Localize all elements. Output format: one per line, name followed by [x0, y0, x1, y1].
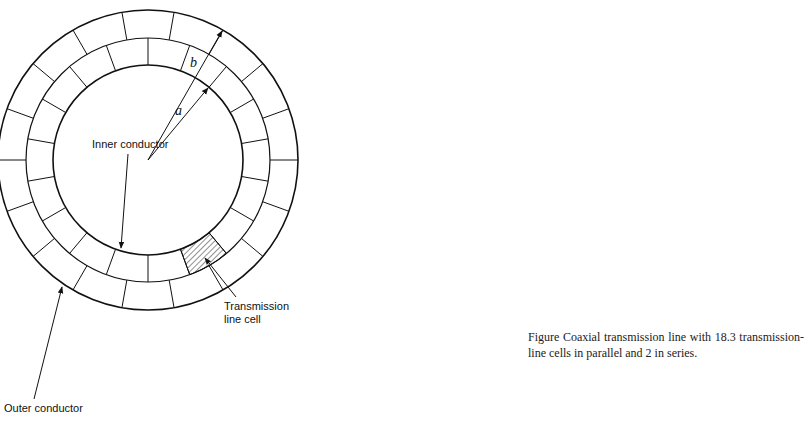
cell-wall [242, 139, 269, 144]
cell-wall [73, 266, 87, 290]
cell-wall [263, 109, 289, 119]
cell-wall [122, 280, 127, 308]
cell-wall [148, 38, 149, 65]
cell-wall [230, 208, 253, 222]
cell-wall [33, 64, 54, 82]
outer-conductor [0, 10, 298, 310]
cell-wall [270, 160, 298, 161]
cell-wall [7, 202, 33, 212]
cell-wall [33, 238, 54, 256]
dimension-label: b [190, 55, 197, 72]
cell-wall [122, 12, 127, 40]
hatched-cell [180, 233, 226, 275]
cell-wall [169, 12, 174, 40]
dimension-label: a [175, 103, 182, 120]
cell-wall [263, 202, 289, 212]
cell-wall [7, 109, 33, 119]
part-label: Outer conductor [4, 402, 83, 415]
part-label: Transmission line cell [224, 300, 290, 326]
cell-wall [73, 30, 87, 54]
cell-wall [242, 176, 269, 181]
middle-circle [26, 38, 270, 282]
cell-wall [106, 45, 115, 70]
cell-wall [241, 238, 262, 256]
cell-wall [70, 67, 87, 88]
cell-wall [70, 233, 87, 254]
cell-wall [0, 160, 26, 161]
figure-caption: Figure Coaxial transmission line with 18… [528, 330, 804, 361]
leader-line [121, 154, 128, 248]
part-label: Inner conductor [92, 138, 168, 151]
leader-line [34, 287, 62, 399]
cell-wall [180, 45, 189, 70]
cell-wall [106, 249, 115, 274]
cell-wall [169, 280, 174, 308]
cell-wall [28, 139, 55, 144]
cell-wall [241, 64, 262, 82]
cell-wall [28, 176, 55, 181]
inner-conductor [53, 65, 243, 255]
cell-wall [42, 208, 65, 222]
leader-line [205, 258, 236, 297]
cell-wall [209, 67, 226, 88]
cell-wall [42, 99, 65, 113]
cell-wall [148, 255, 149, 282]
cell-wall [230, 99, 253, 113]
